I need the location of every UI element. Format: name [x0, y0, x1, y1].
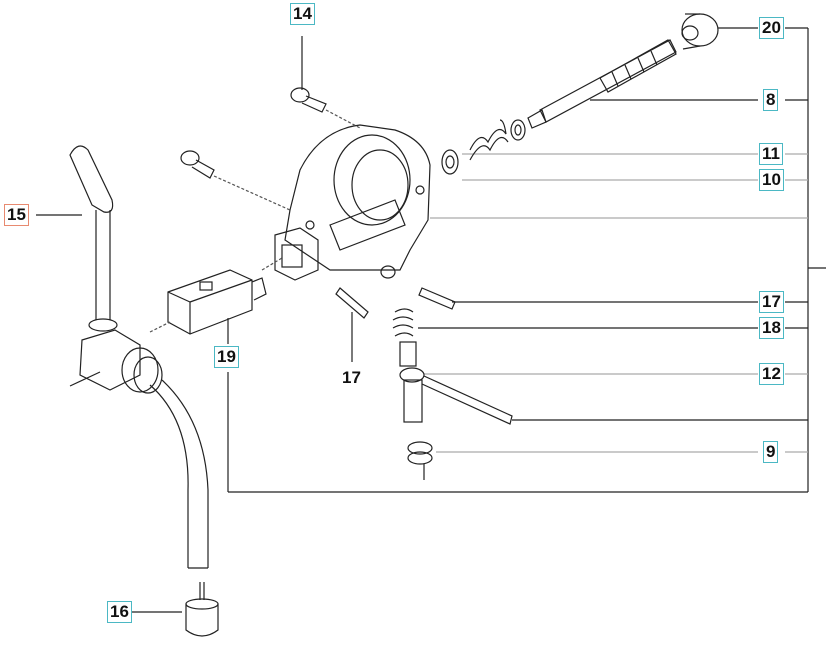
callout-bracket [227, 27, 826, 493]
callout-14[interactable]: 14 [290, 3, 315, 25]
pin-17-left [335, 287, 369, 319]
callout-9[interactable]: 9 [763, 441, 779, 463]
screw-14 [290, 87, 361, 129]
callout-8[interactable]: 8 [763, 89, 779, 111]
callout-19[interactable]: 19 [214, 346, 239, 368]
pump-housing [274, 124, 431, 281]
oil-lever-15 [69, 145, 163, 394]
callout-20[interactable]: 20 [759, 17, 784, 39]
connector-19 [149, 257, 283, 335]
pin-17-right [418, 287, 456, 310]
washer-spring-parts [441, 119, 526, 175]
shaft-part [527, 39, 677, 129]
plunger-12 [399, 341, 513, 425]
callout-11[interactable]: 11 [759, 143, 783, 165]
callout-10[interactable]: 10 [759, 169, 784, 191]
callout-16[interactable]: 16 [107, 601, 132, 623]
callout-17-lower[interactable]: 17 [342, 368, 361, 387]
bushing-part [681, 13, 719, 50]
callout-17[interactable]: 17 [759, 291, 784, 313]
callout-15[interactable]: 15 [4, 204, 29, 226]
callout-12[interactable]: 12 [759, 363, 784, 385]
screw-left [180, 150, 291, 211]
seal-9 [407, 441, 433, 480]
filter-16 [185, 582, 219, 637]
callout-18[interactable]: 18 [759, 317, 784, 339]
spring-18 [392, 308, 414, 337]
hose [149, 379, 209, 568]
